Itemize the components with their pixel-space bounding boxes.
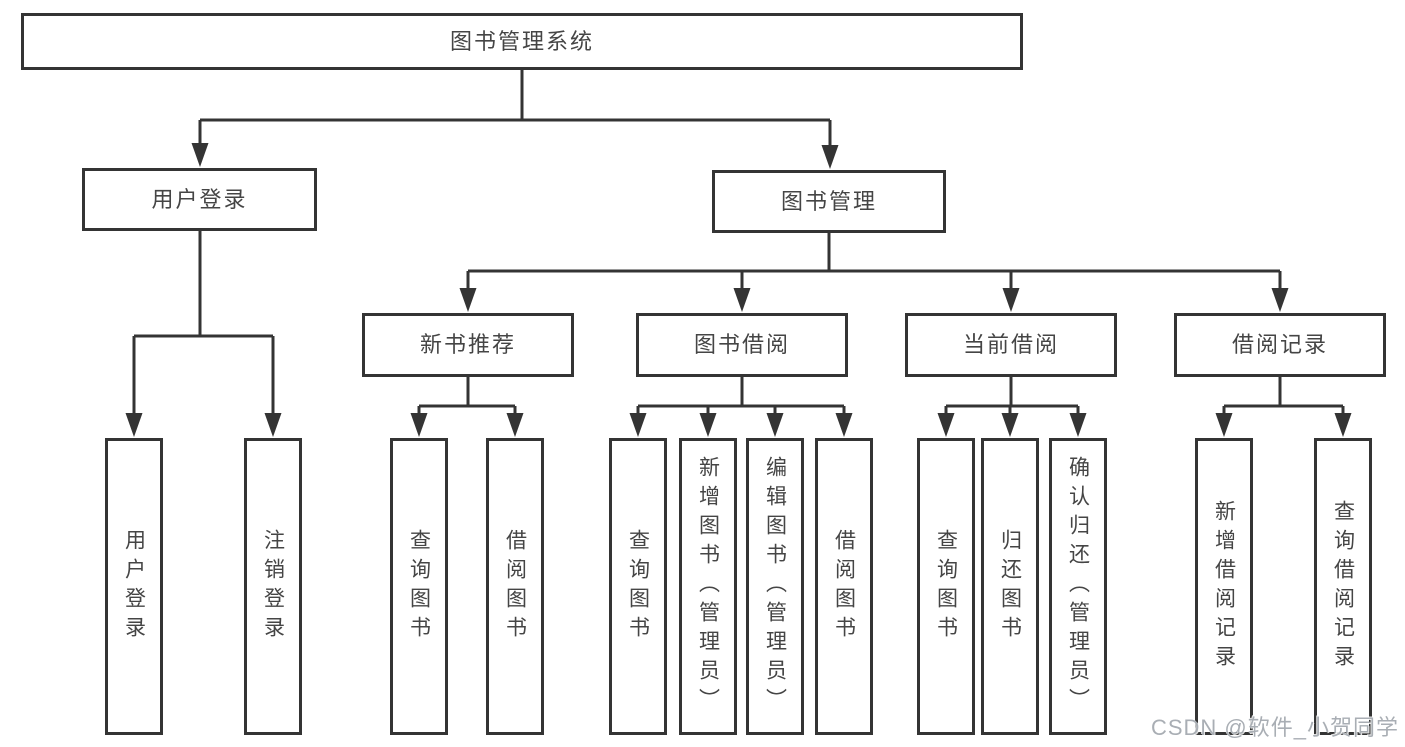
arrowhead [733, 288, 751, 312]
node-label: 确认归还（管理员） [1066, 456, 1090, 717]
node-label: 新增图书（管理员） [696, 456, 720, 717]
leaf-query-books-borrow: 查询图书 [609, 438, 667, 735]
connector-current-borrow-split [944, 377, 1080, 414]
leaf-query-books-current: 查询图书 [917, 438, 975, 735]
node-user-login: 用户登录 [82, 168, 317, 231]
node-borrow-records: 借阅记录 [1174, 313, 1386, 377]
arrowhead [1271, 288, 1289, 312]
node-label: 借阅图书 [503, 528, 527, 645]
leaf-query-books-recommend: 查询图书 [390, 438, 448, 735]
node-book-management: 图书管理 [712, 170, 946, 233]
leaf-add-borrow-record: 新增借阅记录 [1195, 438, 1253, 735]
connector-new-book-split [417, 377, 517, 414]
arrowhead [459, 288, 477, 312]
leaf-confirm-return-admin: 确认归还（管理员） [1049, 438, 1107, 735]
connector-borrow-record-split [1222, 377, 1345, 414]
node-label: 注销登录 [261, 528, 285, 645]
node-label: 借阅记录 [1231, 332, 1328, 357]
node-label: 图书借阅 [693, 332, 790, 357]
node-label: 新增借阅记录 [1212, 499, 1236, 674]
csdn-watermark: CSDN @软件_小贺同学 [1150, 715, 1399, 740]
node-label: 当前借阅 [962, 332, 1059, 357]
arrowhead [821, 145, 839, 169]
arrowhead [629, 413, 647, 437]
connector-book-borrow-split [636, 377, 846, 414]
leaf-return-book: 归还图书 [981, 438, 1039, 735]
node-label: 用户登录 [122, 528, 146, 645]
leaf-add-book-admin: 新增图书（管理员） [679, 438, 737, 735]
arrowhead [506, 413, 524, 437]
node-root-library-management-system: 图书管理系统 [21, 13, 1023, 70]
arrowhead [937, 413, 955, 437]
connector-user-login-split [132, 231, 275, 414]
arrowhead [410, 413, 428, 437]
arrowhead [699, 413, 717, 437]
leaf-edit-book-admin: 编辑图书（管理员） [746, 438, 804, 735]
arrowhead [264, 413, 282, 437]
arrowhead [191, 143, 209, 167]
leaf-query-borrow-record: 查询借阅记录 [1314, 438, 1372, 735]
node-new-book-recommend: 新书推荐 [362, 313, 574, 377]
node-label: 查询借阅记录 [1331, 499, 1355, 674]
node-label: 用户登录 [151, 186, 248, 212]
connector-root-split [198, 70, 832, 146]
node-label: 归还图书 [998, 528, 1022, 645]
node-label: 编辑图书（管理员） [763, 456, 787, 717]
arrowhead [1334, 413, 1352, 437]
arrowhead [125, 413, 143, 437]
node-label: 图书管理 [780, 188, 877, 214]
node-current-borrow: 当前借阅 [905, 313, 1117, 377]
arrowhead [766, 413, 784, 437]
arrowhead [1001, 413, 1019, 437]
leaf-user-login: 用户登录 [105, 438, 163, 735]
connector-book-management-split [466, 233, 1282, 289]
node-label: 查询图书 [934, 528, 958, 645]
arrowhead [1002, 288, 1020, 312]
node-label: 新书推荐 [419, 332, 516, 357]
arrowhead [1215, 413, 1233, 437]
node-label: 查询图书 [407, 528, 431, 645]
leaf-logout: 注销登录 [244, 438, 302, 735]
node-label: 借阅图书 [832, 528, 856, 645]
leaf-borrow-books-recommend: 借阅图书 [486, 438, 544, 735]
arrowhead [835, 413, 853, 437]
node-book-borrow: 图书借阅 [636, 313, 848, 377]
node-label: 图书管理系统 [449, 28, 594, 54]
leaf-borrow-books: 借阅图书 [815, 438, 873, 735]
node-label: 查询图书 [626, 528, 650, 645]
arrowhead [1069, 413, 1087, 437]
